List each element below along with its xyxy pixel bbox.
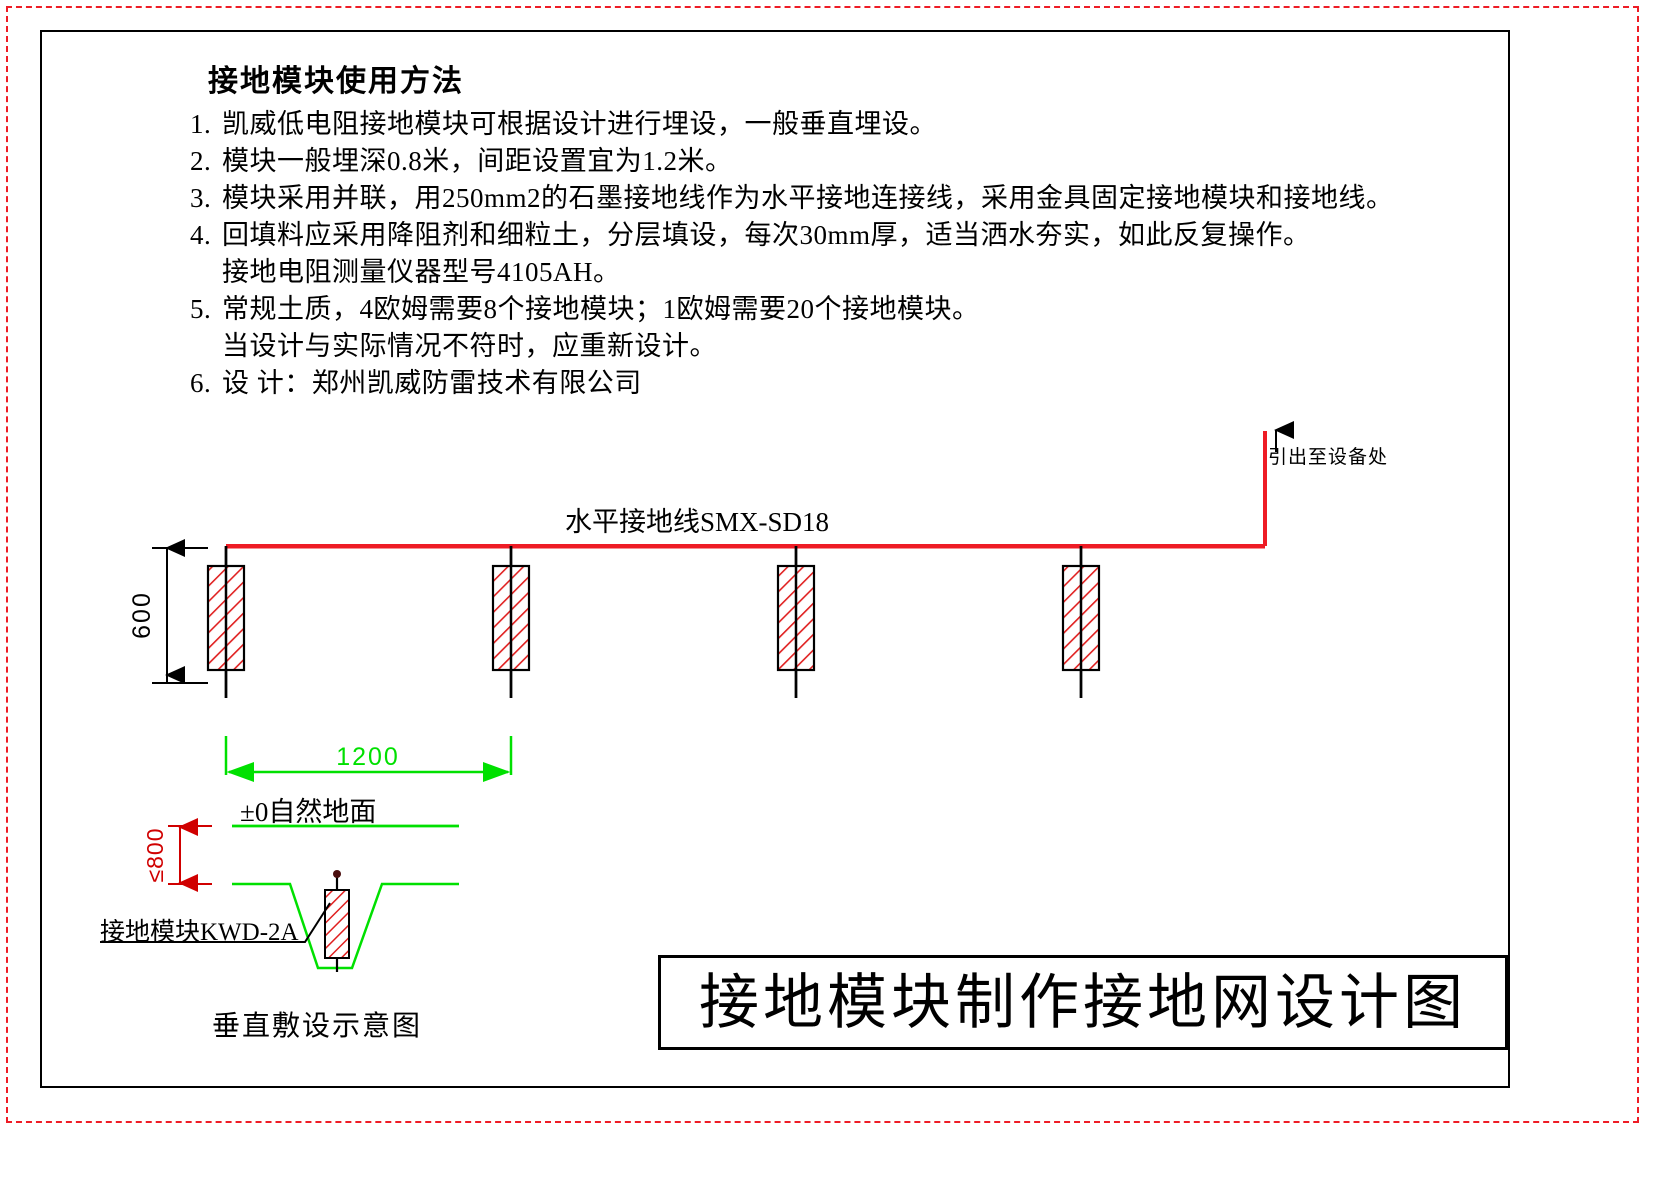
title-block-title: 接地模块制作接地网设计图: [699, 969, 1467, 1036]
note-text: 接地电阻测量仪器型号4105AH。: [222, 257, 621, 287]
note-number: 3.: [190, 183, 212, 213]
note-text: 设 计：郑州凯威防雷技术有限公司: [222, 368, 642, 398]
note-item: 3. 模块采用并联，用250mm2的石墨接地线作为水平接地连接线，采用金具固定接地…: [190, 180, 1480, 217]
note-item: 1. 凯威低电阻接地模块可根据设计进行埋设，一般垂直埋设。: [190, 106, 1480, 143]
ground-level-label: ±0自然地面: [240, 797, 377, 827]
note-text: 模块采用并联，用250mm2的石墨接地线作为水平接地连接线，采用金具固定接地模块…: [222, 183, 1394, 213]
note-item: 6. 设 计：郑州凯威防雷技术有限公司: [190, 365, 1480, 402]
note-text: 回填料应采用降阻剂和细粒土，分层填设，每次30mm厚，适当洒水夯实，如此反复操作…: [222, 220, 1311, 250]
module-callout-label: 接地模块KWD-2A: [100, 919, 299, 946]
note-text: 当设计与实际情况不符时，应重新设计。: [222, 331, 717, 361]
note-item: 5. 常规土质，4欧姆需要8个接地模块；1欧姆需要20个接地模块。: [190, 291, 1480, 328]
section-caption: 垂直敷设示意图: [212, 1011, 423, 1042]
note-item: 2. 模块一般埋深0.8米，间距设置宜为1.2米。: [190, 143, 1480, 180]
note-number: 6.: [190, 368, 212, 398]
notes-block: 接地模块使用方法 1. 凯威低电阻接地模块可根据设计进行埋设，一般垂直埋设。 2.…: [190, 64, 1480, 402]
note-text: 模块一般埋深0.8米，间距设置宜为1.2米。: [222, 146, 733, 176]
note-number: 5.: [190, 294, 212, 324]
horizontal-wire-label: 水平接地线SMX-SD18: [565, 507, 830, 537]
title-block: 接地模块制作接地网设计图: [658, 955, 1508, 1050]
notes-title: 接地模块使用方法: [208, 65, 464, 98]
sheet-margin-dashed-border: [6, 6, 1639, 1123]
plan-diagram-labels: 水平接地线SMX-SD18 引出至设备处: [40, 400, 1510, 800]
note-item: 4. 回填料应采用降阻剂和细粒土，分层填设，每次30mm厚，适当洒水夯实，如此反复…: [190, 217, 1480, 254]
note-item-continuation: 当设计与实际情况不符时，应重新设计。: [190, 328, 1480, 365]
note-text: 凯威低电阻接地模块可根据设计进行埋设，一般垂直埋设。: [222, 109, 937, 139]
note-number: 2.: [190, 146, 212, 176]
lead-out-label: 引出至设备处: [1268, 447, 1389, 468]
note-number: 1.: [190, 109, 212, 139]
note-number: 4.: [190, 220, 212, 250]
note-text: 常规土质，4欧姆需要8个接地模块；1欧姆需要20个接地模块。: [222, 294, 980, 324]
note-item-continuation: 接地电阻测量仪器型号4105AH。: [190, 254, 1480, 291]
